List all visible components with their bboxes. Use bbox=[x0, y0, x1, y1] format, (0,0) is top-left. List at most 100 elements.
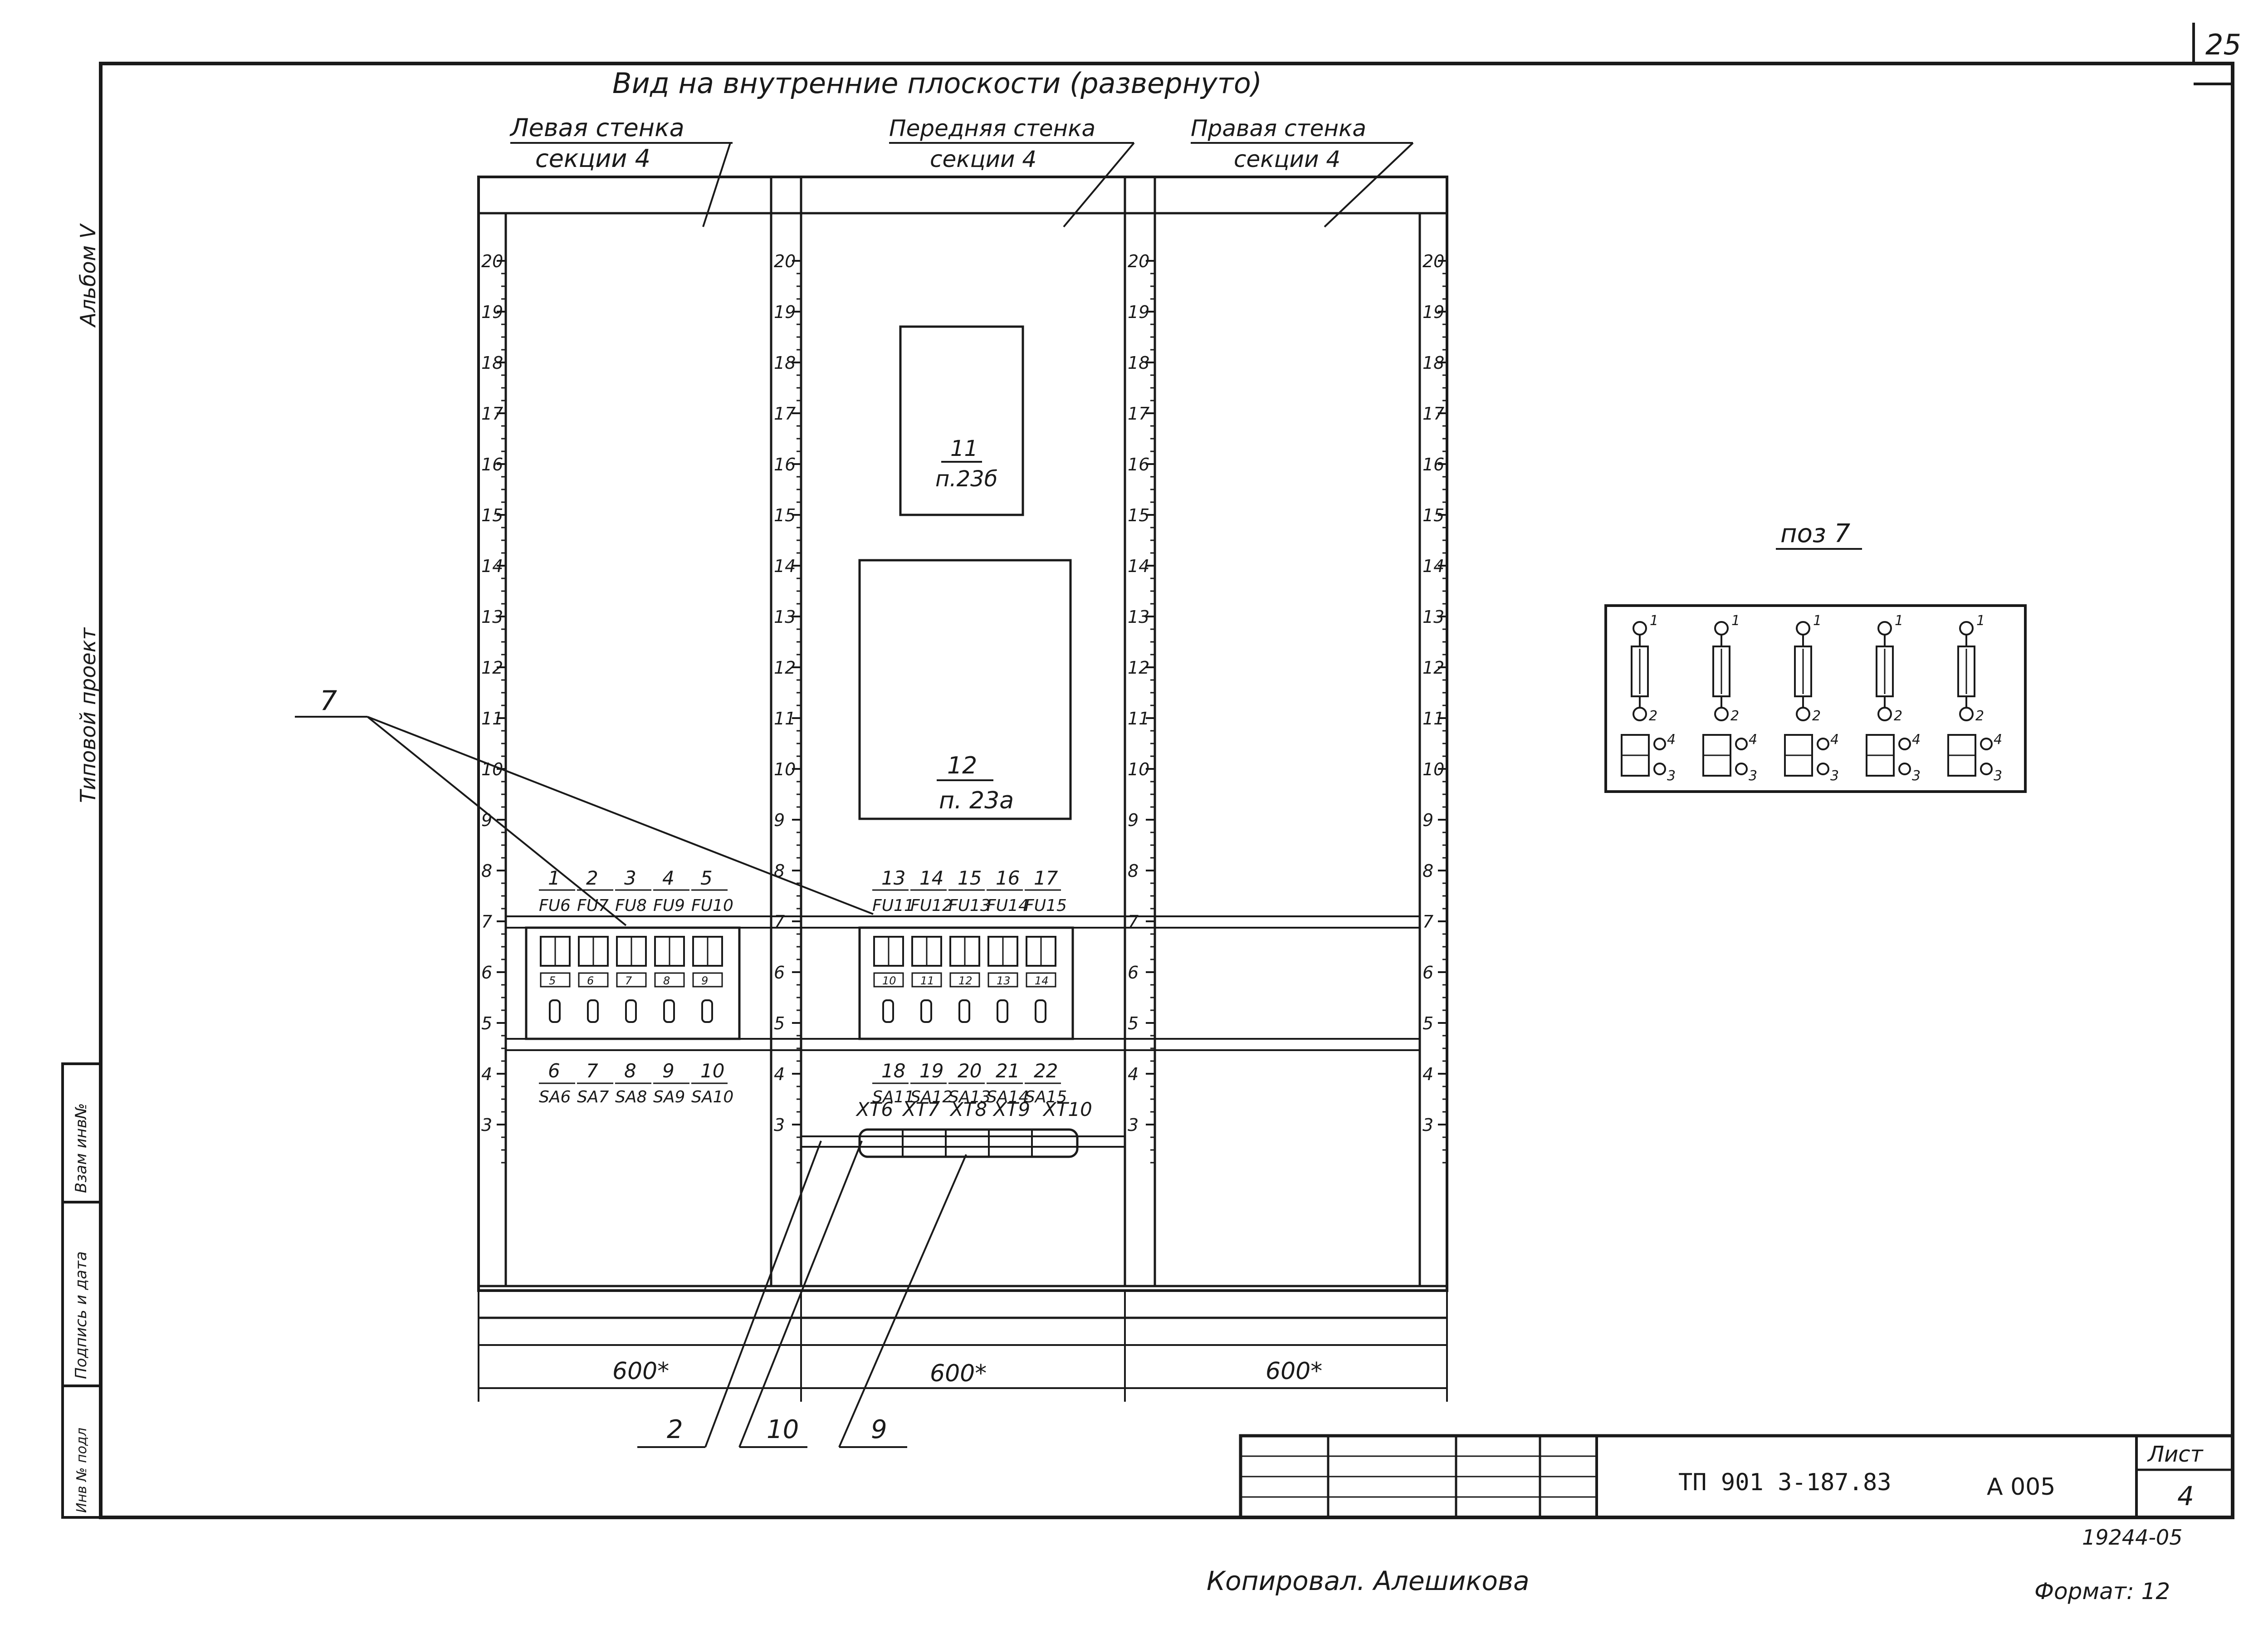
wall-label-left: Левая стенка секции 4 bbox=[509, 113, 733, 227]
callout-9-number: 9 bbox=[871, 1415, 887, 1444]
detail-terminal-top bbox=[1796, 621, 1810, 636]
right-module-label-strip bbox=[911, 972, 942, 988]
post-2-mark-3: 3 bbox=[774, 1115, 785, 1135]
post-rulers: 2019181716151413121110987654320191817161… bbox=[481, 251, 1447, 1164]
right-fuse-num-13: 13 bbox=[881, 867, 905, 889]
detail-pin-3: 3 bbox=[1994, 768, 2002, 784]
detail-terminal-top bbox=[1877, 621, 1892, 636]
terminal-label-xt9: XT9 bbox=[992, 1098, 1030, 1120]
sheet-frame: 25 bbox=[99, 23, 2241, 1519]
callout-9: 9 bbox=[838, 1154, 967, 1448]
post-1 bbox=[477, 212, 507, 1287]
detail-pin-3: 3 bbox=[1667, 768, 1676, 784]
right-module-label-strip bbox=[1026, 972, 1056, 988]
detail-pin-4: 4 bbox=[1667, 732, 1676, 748]
wall-label-front-line1: Передняя стенка bbox=[889, 115, 1095, 142]
dimension-right: 600* bbox=[1266, 1358, 1322, 1385]
post-1-mark-7: 7 bbox=[481, 912, 492, 932]
wall-label-front: Передняя стенка секции 4 bbox=[889, 115, 1135, 228]
detail-switch-terminal bbox=[1653, 763, 1666, 775]
typical-project-label: Типовой проект bbox=[76, 627, 100, 803]
detail-terminal-bottom bbox=[1877, 707, 1892, 721]
right-switch-num-22: 22 bbox=[1034, 1060, 1058, 1082]
left-module-label-strip bbox=[578, 972, 609, 988]
frame-outer bbox=[99, 62, 2234, 1519]
left-switch-handle bbox=[549, 999, 561, 1023]
left-module-label-5: 5 bbox=[549, 974, 556, 987]
post-4-mark-3: 3 bbox=[1422, 1115, 1433, 1135]
detail-switch-terminal bbox=[1898, 763, 1911, 775]
right-module-label-14: 14 bbox=[1035, 974, 1049, 987]
sheet-corner-number: 25 bbox=[2205, 28, 2241, 61]
cabinet-outer bbox=[477, 176, 1448, 1292]
detail-switch-terminal bbox=[1980, 763, 1993, 775]
tb-album-code: А 005 bbox=[1987, 1473, 2055, 1501]
device-12-number: 12 bbox=[947, 752, 977, 779]
callout-7-number: 7 bbox=[320, 685, 337, 717]
post-1-mark-4: 4 bbox=[481, 1064, 492, 1084]
right-fuse-code-FU11: FU11 bbox=[872, 896, 914, 915]
detail-pin-4: 4 bbox=[1830, 732, 1839, 748]
detail-terminal-top bbox=[1959, 621, 1974, 636]
detail-switch-terminal bbox=[1653, 738, 1666, 750]
wall-label-right: Правая стенка секции 4 bbox=[1191, 115, 1414, 228]
device-12: 12 п. 23а bbox=[858, 559, 1072, 820]
right-switch-code-SA13: SA13 bbox=[948, 1088, 991, 1106]
footer-serial: 19244-05 bbox=[2082, 1525, 2182, 1550]
fuse-switch-modules: 1FU652FU763FU874FU985FU1096SA67SA78SA89S… bbox=[525, 867, 1074, 1106]
callout-2-leader bbox=[704, 1140, 822, 1448]
left-switch-code-SA8: SA8 bbox=[615, 1088, 647, 1106]
right-module-label-10: 10 bbox=[882, 974, 896, 987]
detail-switch-terminal bbox=[1735, 738, 1748, 750]
right-module-label-strip bbox=[949, 972, 980, 988]
wall-label-left-line2: секции 4 bbox=[535, 144, 650, 173]
right-module-label-11: 11 bbox=[920, 974, 934, 987]
post-3-mark-3: 3 bbox=[1128, 1115, 1139, 1135]
right-fuse-num-14: 14 bbox=[919, 867, 943, 889]
left-switch-num-7: 7 bbox=[586, 1060, 598, 1082]
post-1-mark-5: 5 bbox=[481, 1013, 492, 1033]
detail-pin-3: 3 bbox=[1749, 768, 1757, 784]
dimension-left: 600* bbox=[612, 1358, 669, 1385]
post-4-mark-4: 4 bbox=[1422, 1064, 1433, 1084]
left-switch-code-SA7: SA7 bbox=[577, 1088, 609, 1106]
post-4-mark-7: 7 bbox=[1422, 912, 1433, 932]
callout-9-leader bbox=[838, 1154, 967, 1448]
left-fuse-num-5: 5 bbox=[700, 867, 713, 889]
detail-pin-2: 2 bbox=[1730, 708, 1739, 724]
left-fuse-code-FU10: FU10 bbox=[691, 896, 733, 915]
right-module-label-13: 13 bbox=[997, 974, 1011, 987]
right-fuse-num-17: 17 bbox=[1034, 867, 1058, 889]
tb-sheet-label: Лист bbox=[2147, 1442, 2204, 1467]
left-switch-num-6: 6 bbox=[548, 1060, 560, 1082]
left-switch-code-SA6: SA6 bbox=[539, 1088, 571, 1106]
right-fuse-num-16: 16 bbox=[996, 867, 1020, 889]
right-fuse-code-FU15: FU15 bbox=[1025, 896, 1067, 915]
stamp-strip bbox=[61, 1062, 102, 1519]
left-module-body bbox=[525, 926, 741, 1040]
right-switch-num-19: 19 bbox=[919, 1060, 943, 1082]
right-fuse-code-FU13: FU13 bbox=[948, 896, 991, 915]
callout-10-number: 10 bbox=[767, 1415, 799, 1444]
right-switch-handle bbox=[997, 999, 1008, 1023]
callout-10-leader bbox=[738, 1140, 863, 1448]
detail-pin-3: 3 bbox=[1912, 768, 1921, 784]
left-switch-handle bbox=[663, 999, 675, 1023]
stamp-text-1: Взам инв№ bbox=[72, 1103, 90, 1193]
terminal-label-xt8: XT8 bbox=[949, 1098, 987, 1120]
post-2-mark-5: 5 bbox=[774, 1013, 785, 1033]
right-switch-num-21: 21 bbox=[996, 1060, 1020, 1082]
stamp-text-3: Инв № подл bbox=[74, 1428, 90, 1513]
device-12-ref: п. 23а bbox=[939, 787, 1014, 814]
left-module-label-strip bbox=[692, 972, 723, 988]
post-3-mark-9: 9 bbox=[1128, 810, 1139, 830]
detail-pin-4: 4 bbox=[1912, 732, 1921, 748]
left-fuse-code-FU8: FU8 bbox=[615, 896, 647, 915]
detail-frame bbox=[1604, 604, 2027, 793]
post-4-mark-5: 5 bbox=[1422, 1013, 1433, 1033]
left-fuse-num-2: 2 bbox=[586, 867, 598, 889]
post-1-mark-8: 8 bbox=[481, 861, 492, 881]
right-switch-code-SA14: SA14 bbox=[987, 1088, 1029, 1106]
right-switch-handle bbox=[882, 999, 894, 1023]
post-3-mark-8: 8 bbox=[1128, 861, 1139, 881]
